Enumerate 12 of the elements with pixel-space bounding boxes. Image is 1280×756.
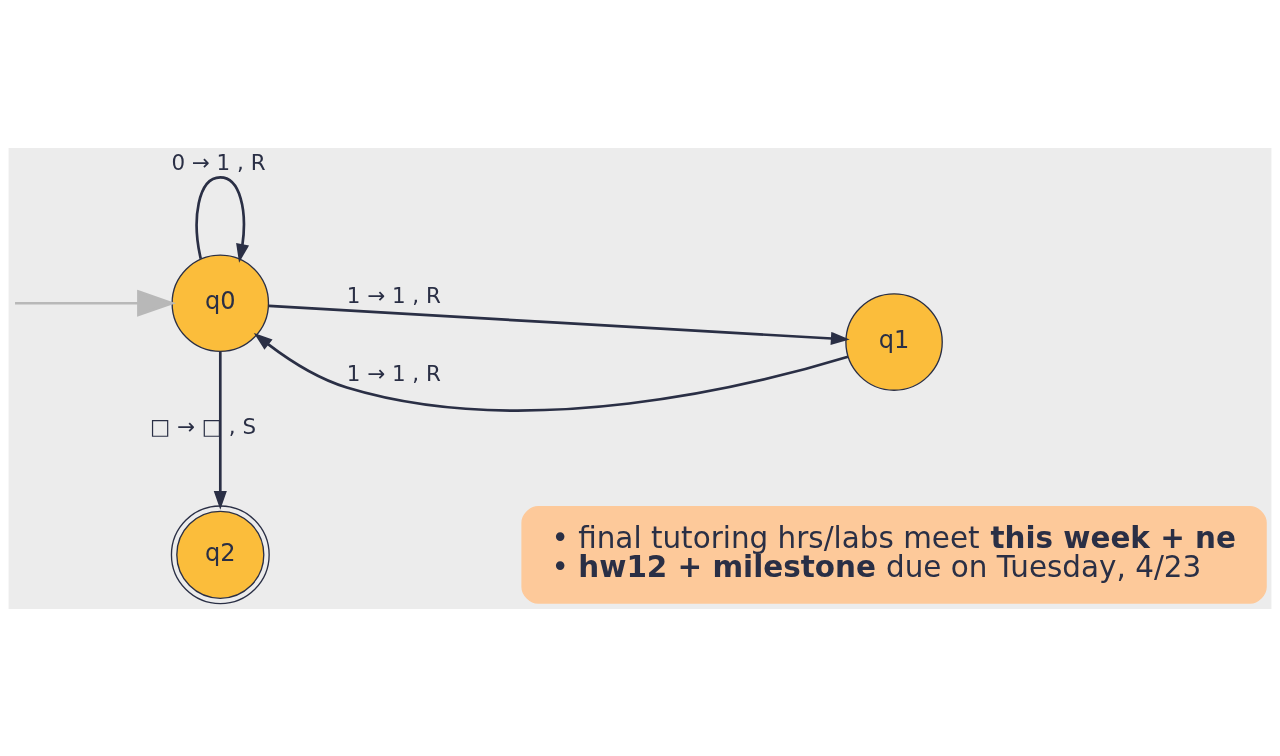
edge-label: 0 → 1 , R — [171, 149, 266, 175]
arrow — [195, 175, 249, 263]
edge-label: 1 → 1 , R — [346, 360, 441, 386]
arrow — [253, 332, 849, 412]
edge-label: 1 → 1 , R — [346, 282, 441, 308]
arrow — [15, 289, 176, 317]
node-box: • final tutoring hrs/labs meet this week + ne • hw12 + milestone due on Tuesday, 4/23 — [521, 505, 1267, 604]
node-circle: q0 — [171, 253, 270, 352]
node-circle: q2 — [170, 504, 270, 604]
node-circle: q1 — [845, 292, 943, 391]
arrow — [213, 351, 227, 510]
arrow — [268, 304, 850, 345]
